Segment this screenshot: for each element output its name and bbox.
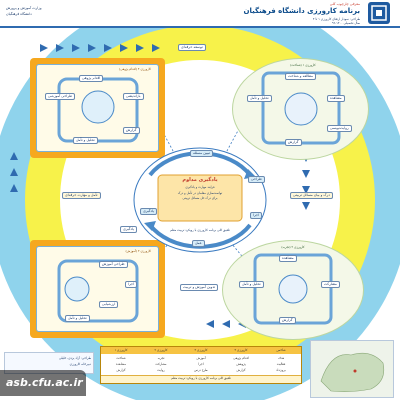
quadrant-title: کارورزی ۲ (تجربه) bbox=[281, 245, 305, 249]
table-cell: گزارش bbox=[236, 368, 246, 372]
university-logo bbox=[368, 2, 390, 24]
page-title: برنامه کارورزی دانشگاه فرهنگیان bbox=[243, 7, 360, 15]
table-cell: آموزش bbox=[196, 356, 206, 360]
center-subtitle: فرایند مهارت و یادگیری bbox=[185, 185, 215, 189]
center-bottom-line: تلفیق کلی برنامه کارورزی با رویکرد تربیت… bbox=[170, 228, 230, 232]
step-box-3: طراحی آموزشی bbox=[45, 93, 76, 100]
quadrant-bottom-right: کارورزی ۲ (تجربه) مشاهده مشارکت تحلیل و … bbox=[222, 240, 364, 340]
step-box-2: مشارکت bbox=[321, 281, 340, 288]
table-cell: فعالیت bbox=[276, 362, 286, 366]
action-label: عمل bbox=[192, 240, 205, 247]
quadrant-title: کارورزی ۴ (اقدام پژوهی) bbox=[119, 67, 151, 71]
table-header-cell: کارورزی ۳ bbox=[194, 348, 208, 352]
table-cell: روایت bbox=[157, 368, 165, 372]
step-box-1: طراحی آموزش bbox=[99, 261, 128, 268]
center-title: یادگیری مداوم bbox=[182, 177, 218, 183]
step-box-1: اقدام پژوهی bbox=[79, 75, 104, 82]
step-box-4: گزارش bbox=[123, 127, 140, 134]
step-box-5: تحلیل و تأمل bbox=[73, 137, 98, 144]
table-header-cell: شاخص bbox=[276, 348, 286, 352]
table-cell: اجرا bbox=[198, 362, 204, 366]
step-box-1: مشاهده bbox=[279, 255, 297, 262]
header-left-note-2: دانشگاه فرهنگیان bbox=[6, 12, 32, 16]
quadrant-title: کارورزی ۱ (شناخت) bbox=[290, 63, 316, 67]
summary-table: کارورزی ۱ کارورزی ۲ کارورزی ۳ کارورزی ۴ … bbox=[100, 346, 302, 384]
step-box-3: ارزشیابی bbox=[99, 301, 119, 308]
table-cell: مشاهده bbox=[116, 362, 126, 366]
header-bar bbox=[0, 0, 400, 28]
header-meta-2: سال تحصیلی ۱۴۰۰-۹۹ bbox=[331, 21, 360, 25]
quadrant-bottom-left-panel: کارورزی ۳ (آموزش) طراحی آموزش اجرا ارزشی… bbox=[36, 246, 159, 332]
table-cell: برون‌داد bbox=[276, 368, 286, 372]
quadrant-bottom-left: کارورزی ۳ (آموزش) طراحی آموزش اجرا ارزشی… bbox=[30, 240, 165, 338]
site-watermark: asb.cfu.ac.ir bbox=[0, 370, 86, 396]
step-box-2: بازاندیشی bbox=[123, 93, 144, 100]
step-box-1: مطالعه و شناخت bbox=[285, 73, 317, 80]
center-line-2: برای درک حل مسائل تربیتی bbox=[182, 196, 218, 200]
table-header-cell: کارورزی ۴ bbox=[234, 348, 248, 352]
learn-label: یادگیری bbox=[140, 208, 157, 215]
bottom-right-map bbox=[310, 340, 394, 398]
table-header-row bbox=[101, 347, 301, 354]
education-label: تدوین آموزش و تربیت bbox=[180, 284, 219, 291]
quadrant-top-left: کارورزی ۴ (اقدام پژوهی) اقدام پژوهی بازا… bbox=[30, 58, 165, 158]
table-footer-text: تلفیق کلی برنامه کارورزی با رویکرد تربیت… bbox=[171, 376, 231, 380]
table-cell: گزارش bbox=[116, 368, 126, 372]
center-cycle bbox=[133, 147, 267, 253]
learning-label: یادگیری bbox=[120, 226, 137, 233]
quadrant-top-right: کارورزی ۱ (شناخت) مطالعه و شناخت مشاهده … bbox=[232, 58, 369, 160]
execute-label: اجرا bbox=[250, 212, 263, 219]
step-box-4: روایت‌نویسی bbox=[327, 125, 352, 132]
step-box-2: مشاهده bbox=[327, 95, 345, 102]
table-cell: طرح درس bbox=[194, 368, 208, 372]
table-cell: شناخت bbox=[116, 356, 126, 360]
map-icon bbox=[320, 352, 385, 392]
header-left-note-1: وزارت آموزش و پرورش bbox=[6, 6, 42, 10]
table-cell: اقدام پژوهی bbox=[233, 356, 249, 360]
header-meta-1: طراحی: نمودار ارتقای کارورزی ۱ تا ۴ bbox=[312, 17, 360, 21]
step-box-3: تحلیل و تأمل bbox=[247, 95, 272, 102]
table-cell: تجربه bbox=[157, 356, 165, 360]
quadrant-top-left-panel: کارورزی ۴ (اقدام پژوهی) اقدام پژوهی بازا… bbox=[36, 64, 159, 152]
step-box-5: گزارش bbox=[285, 139, 302, 146]
table-header-cell: کارورزی ۱ bbox=[114, 348, 128, 352]
table-header-cell: کارورزی ۲ bbox=[154, 348, 168, 352]
understanding-label: درک و بیان مسائل تربیتی bbox=[290, 192, 333, 199]
professional-development-label: توسعه حرفه‌ای bbox=[178, 44, 206, 51]
info-line-1: طراحی: آزاد یزدی، خلیلی bbox=[59, 356, 91, 360]
center-line-1: توانمندسازی معلمان در تأمل و درک bbox=[177, 191, 223, 195]
header-subtitle: معرفی چارچوب کلی bbox=[329, 2, 360, 6]
design-label: طراحی bbox=[248, 176, 265, 183]
step-box-4: تحلیل و تأمل bbox=[65, 315, 90, 322]
cycle-diagram bbox=[57, 259, 139, 323]
reflection-label: تأمل و مهارت حرفه‌ای bbox=[62, 192, 101, 199]
watermark-text: asb.cfu.ac.ir bbox=[6, 376, 83, 389]
step-box-4: گزارش bbox=[279, 317, 296, 324]
table-cell: پژوهش bbox=[236, 362, 246, 366]
step-box-3: تحلیل و تأمل bbox=[239, 281, 264, 288]
table-cell: مشارکت bbox=[155, 362, 167, 366]
step-box-2: اجرا bbox=[125, 281, 138, 288]
table-footer bbox=[101, 375, 301, 383]
problem-label: تبیین مسئله bbox=[190, 150, 214, 157]
info-line-2: دبیرخانه کارورزی bbox=[69, 362, 91, 366]
quadrant-title: کارورزی ۳ (آموزش) bbox=[125, 249, 151, 253]
table-cell: هدف bbox=[277, 356, 285, 360]
